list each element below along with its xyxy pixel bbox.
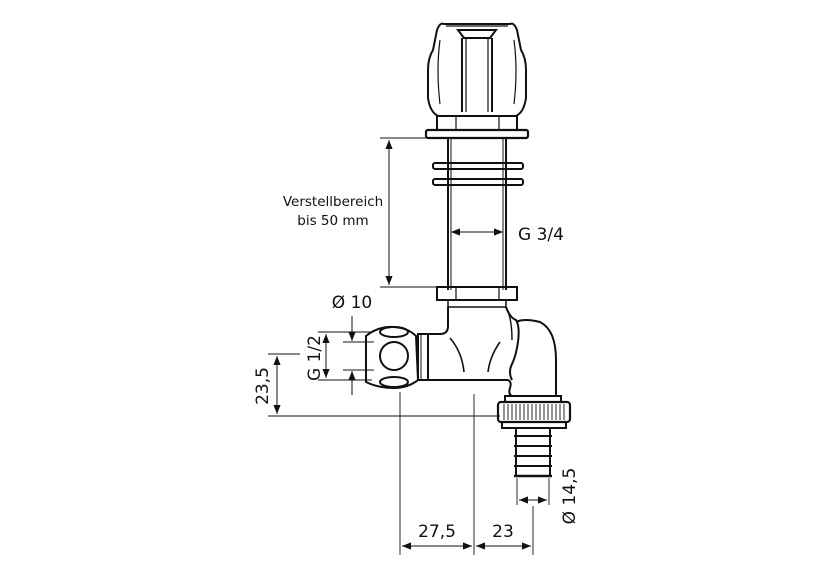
dimension-hose-diameter: Ø 14,5 (516, 468, 580, 525)
hose-connector (496, 395, 572, 478)
dimension-adjustment-range: Verstellbereich bis 50 mm (283, 137, 440, 288)
adjustment-range-label: Verstellbereich (283, 194, 383, 210)
adjustment-range-value: bis 50 mm (297, 213, 368, 229)
dimension-inlet: G 1/2 Ø 10 (305, 293, 374, 395)
dimension-height-outlet: 23,5 (253, 353, 500, 417)
height-outlet-label: 23,5 (253, 367, 273, 405)
valve-handle (424, 22, 530, 140)
thread-top-label: G 3/4 (518, 225, 564, 245)
inlet-thread-label: G 1/2 (305, 335, 325, 381)
valve-body (365, 306, 557, 397)
threaded-stem (432, 138, 524, 308)
hose-diameter-label: Ø 14,5 (560, 468, 580, 525)
dimension-thread-top: G 3/4 (451, 225, 564, 245)
horizontal-dim-1-label: 27,5 (418, 522, 456, 542)
inlet-diameter-label: Ø 10 (332, 293, 372, 313)
dimension-horizontal: 27,5 23 (399, 392, 534, 555)
horizontal-dim-2-label: 23 (492, 522, 514, 542)
